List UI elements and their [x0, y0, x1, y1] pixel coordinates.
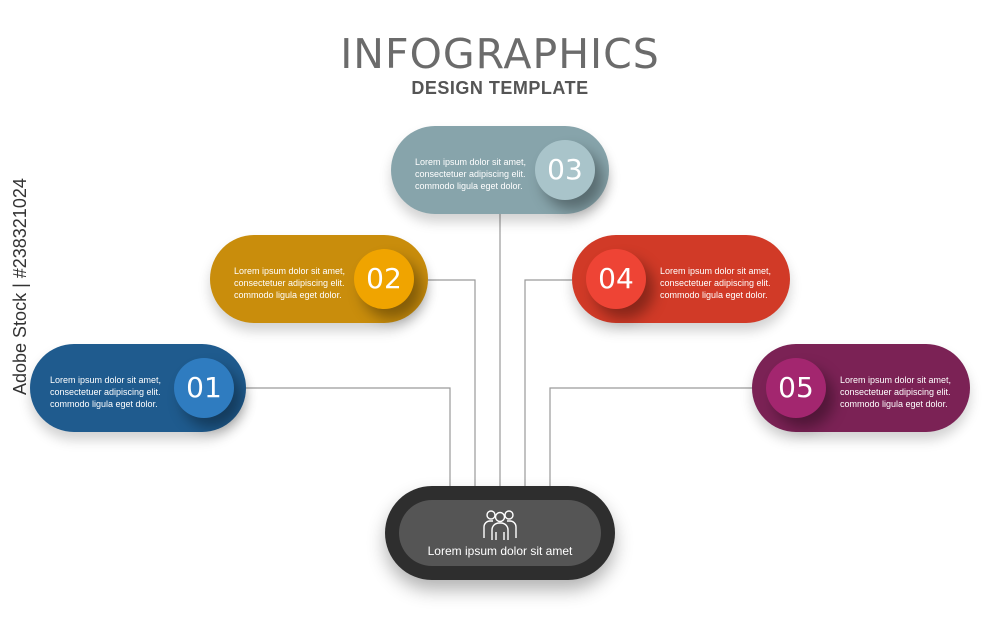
connector-04	[524, 279, 572, 490]
step-04-text: Lorem ipsum dolor sit amet, consectetuer…	[660, 266, 772, 300]
step-04-pill: 04 Lorem ipsum dolor sit amet, consectet…	[572, 235, 790, 323]
step-02-number: 02	[354, 249, 414, 309]
side-text: Adobe Stock | #238321024	[10, 178, 30, 395]
step-05-text: Lorem ipsum dolor sit amet, consectetuer…	[840, 375, 952, 409]
connector-01	[245, 387, 451, 490]
step-03-pill: Lorem ipsum dolor sit amet, consectetuer…	[391, 126, 609, 214]
step-03-number: 03	[535, 140, 595, 200]
step-05-pill: 05 Lorem ipsum dolor sit amet, consectet…	[752, 344, 970, 432]
center-hub: Lorem ipsum dolor sit amet	[385, 486, 615, 580]
center-label: Lorem ipsum dolor sit amet	[427, 544, 573, 558]
step-03-text: Lorem ipsum dolor sit amet, consectetuer…	[415, 157, 527, 191]
connector-05	[549, 387, 752, 490]
step-01-pill: Lorem ipsum dolor sit amet, consectetuer…	[30, 344, 246, 432]
people-icon	[483, 510, 517, 540]
step-01-number: 01	[174, 358, 234, 418]
step-05-number: 05	[766, 358, 826, 418]
center-hub-inner: Lorem ipsum dolor sit amet	[399, 500, 601, 566]
step-04-number: 04	[586, 249, 646, 309]
page-subtitle: DESIGN TEMPLATE	[411, 78, 589, 98]
step-01-text: Lorem ipsum dolor sit amet, consectetuer…	[50, 375, 162, 409]
page-title: INFOGRAPHICS	[340, 30, 660, 78]
step-02-pill: Lorem ipsum dolor sit amet, consectetuer…	[210, 235, 428, 323]
step-02-text: Lorem ipsum dolor sit amet, consectetuer…	[234, 266, 346, 300]
connector-02	[428, 279, 476, 490]
